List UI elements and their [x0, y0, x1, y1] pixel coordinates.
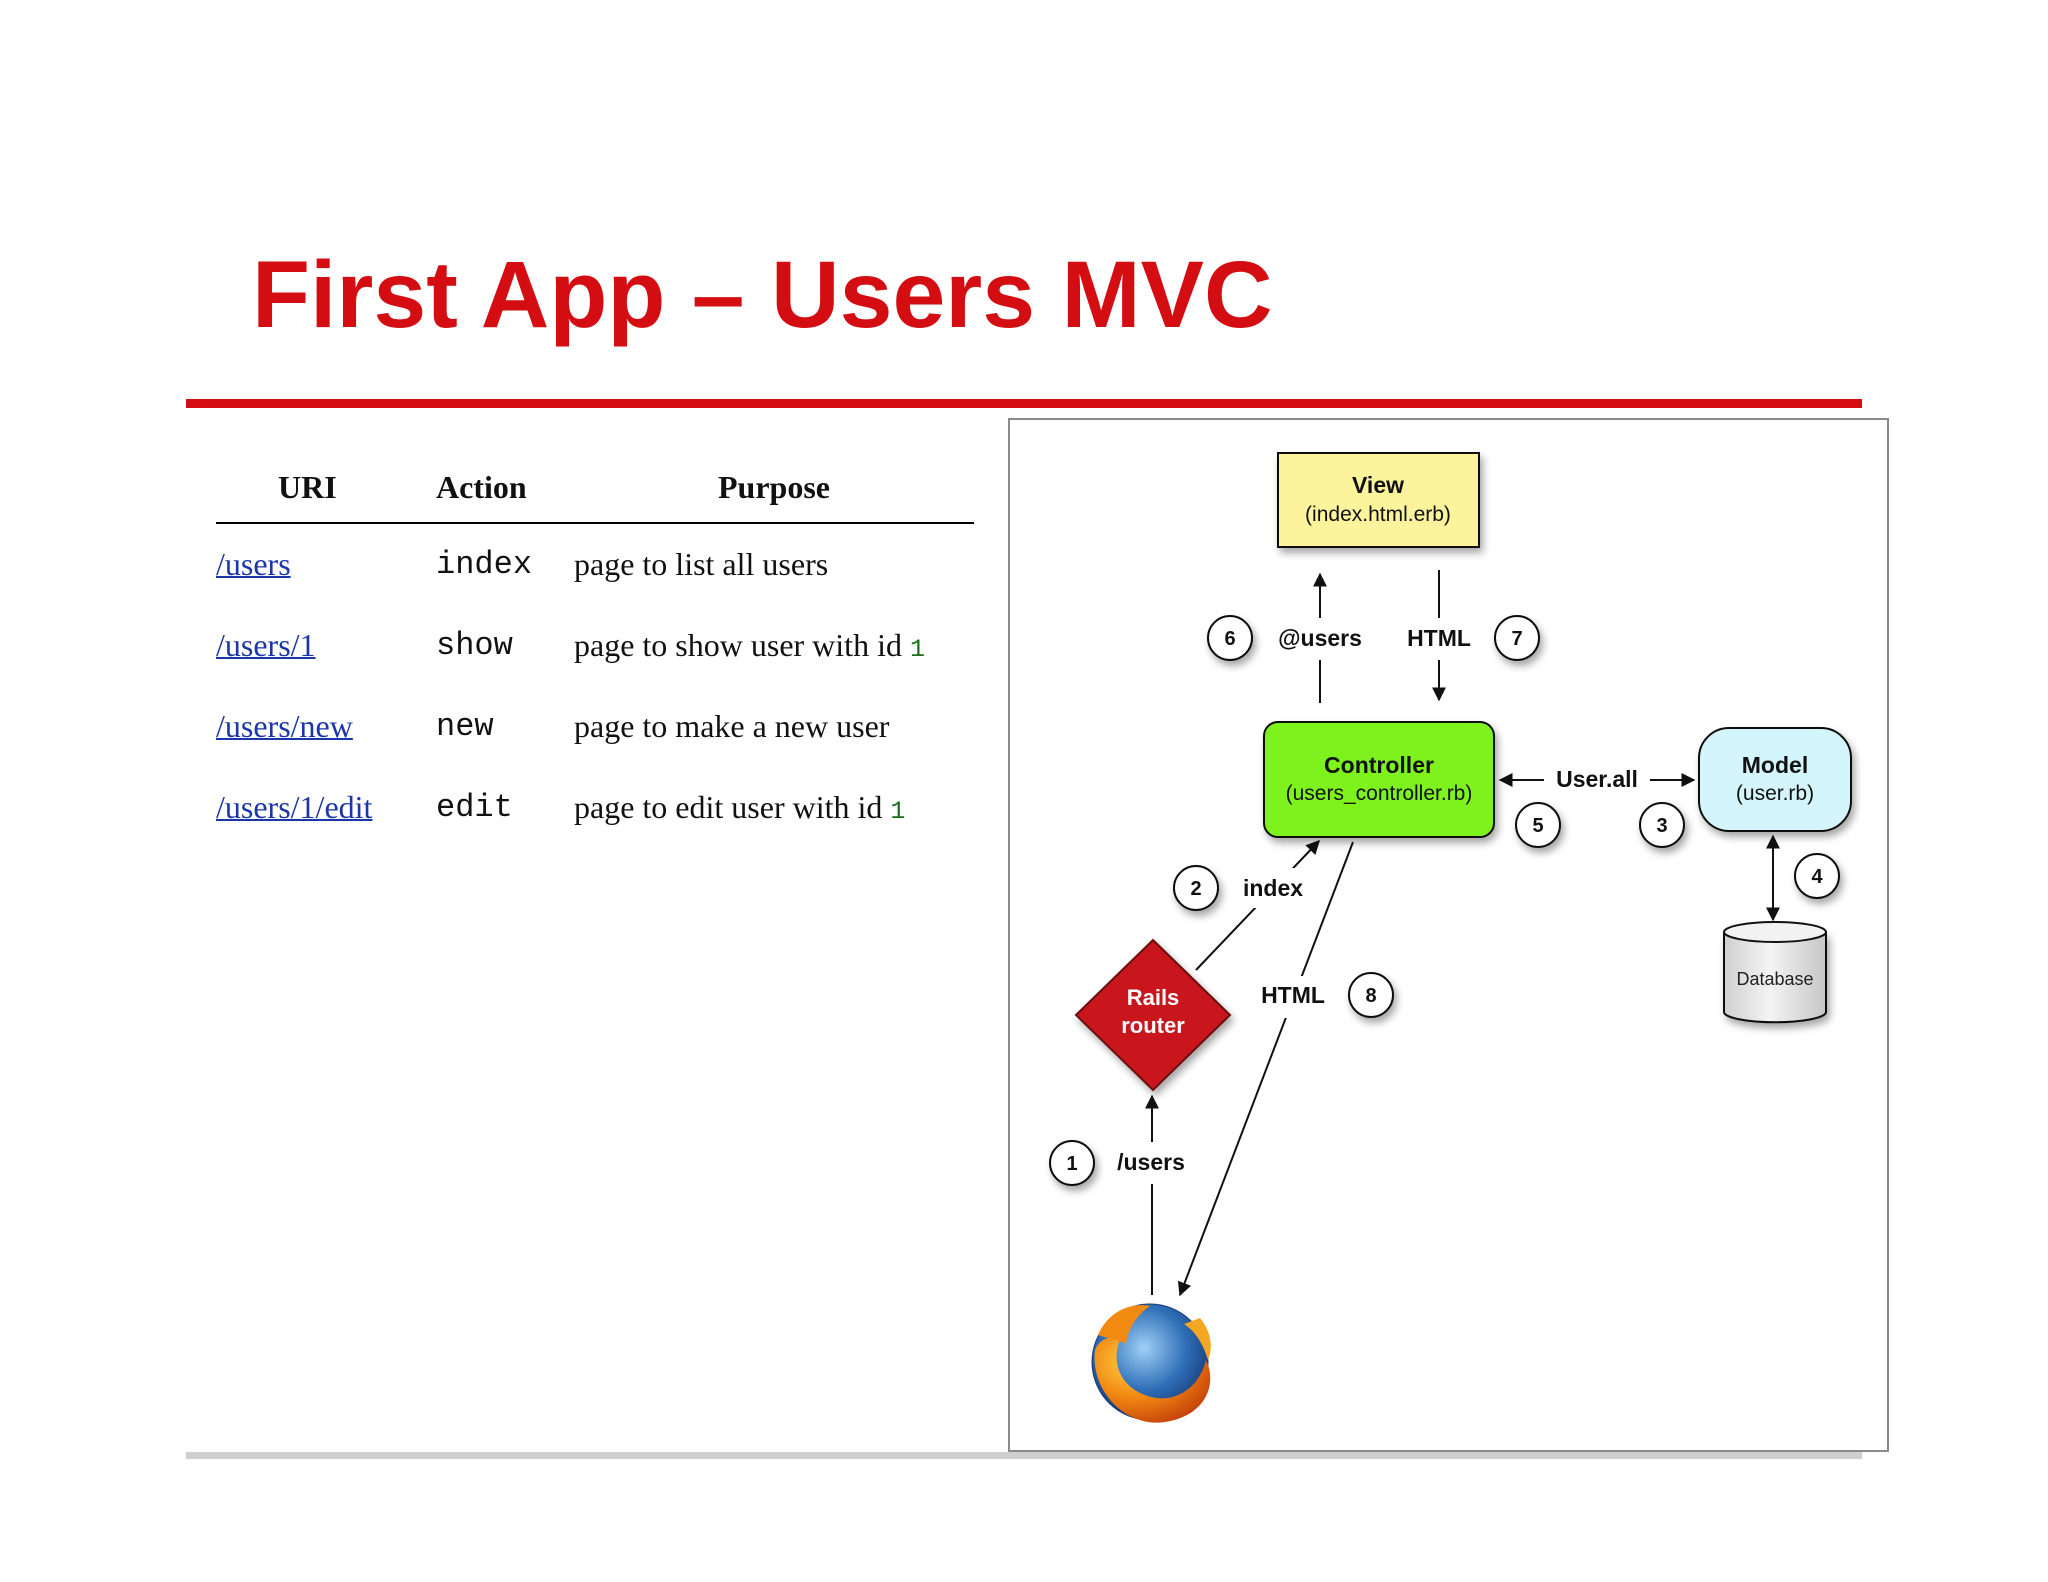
svg-text:1: 1 — [1066, 1153, 1077, 1175]
svg-text:8: 8 — [1365, 985, 1376, 1007]
database-label: Database — [1736, 969, 1813, 989]
svg-text:4: 4 — [1811, 866, 1823, 888]
database-node: Database — [1723, 921, 1827, 1024]
title-divider — [186, 399, 1862, 408]
step-7-marker: 7 — [1494, 615, 1540, 661]
uri-link[interactable]: /users/new — [216, 708, 353, 744]
header-purpose: Purpose — [574, 452, 974, 524]
label-index: index — [1243, 875, 1303, 901]
svg-text:2: 2 — [1190, 878, 1201, 900]
label-masks — [1110, 618, 1646, 1184]
svg-text:5: 5 — [1532, 815, 1543, 837]
model-title: Model — [1742, 752, 1808, 778]
label-users-var: @users — [1278, 625, 1362, 651]
action-name: show — [436, 627, 513, 664]
uri-link[interactable]: /users/1/edit — [216, 789, 373, 825]
purpose-text: page to list all users — [574, 546, 829, 582]
flow-labels: @users HTML User.all index HTML /users — [1117, 625, 1638, 1175]
footer-divider — [186, 1452, 1862, 1459]
svg-text:7: 7 — [1511, 628, 1522, 650]
user-id: 1 — [909, 635, 925, 664]
arrow-controller-to-browser — [1177, 841, 1354, 1297]
user-id: 1 — [890, 797, 906, 826]
view-title: View — [1352, 472, 1404, 498]
svg-text:3: 3 — [1656, 815, 1667, 837]
step-2-marker: 2 — [1173, 865, 1219, 911]
action-name: edit — [436, 789, 513, 826]
table-row: /users/new new page to make a new user — [216, 686, 974, 767]
table-row: /users/1 show page to show user with id … — [216, 605, 974, 686]
slide-title: First App – Users MVC — [252, 242, 1273, 348]
view-node: View (index.html.erb) — [1277, 452, 1480, 548]
label-html-top: HTML — [1407, 625, 1471, 651]
uri-link[interactable]: /users — [216, 546, 291, 582]
model-file: (user.rb) — [1736, 782, 1814, 805]
firefox-icon — [1091, 1303, 1211, 1423]
controller-node: Controller (users_controller.rb) — [1263, 721, 1495, 838]
mvc-diagram: View (index.html.erb) Controller (users_… — [1008, 418, 1889, 1452]
label-html-bottom: HTML — [1261, 982, 1325, 1008]
step-markers: 1 2 3 4 5 6 7 — [1049, 615, 1840, 1186]
router-node: Rails router — [1074, 938, 1232, 1092]
step-3-marker: 3 — [1639, 802, 1685, 848]
purpose-text: page to edit user with id — [574, 789, 891, 825]
view-file: (index.html.erb) — [1305, 503, 1451, 526]
mvc-diagram-svg: View (index.html.erb) Controller (users_… — [1049, 452, 1852, 1423]
router-label-1: Rails — [1127, 985, 1180, 1010]
purpose-text: page to make a new user — [574, 708, 890, 744]
model-node: Model (user.rb) — [1698, 727, 1852, 832]
table-row: /users/1/edit edit page to edit user wit… — [216, 767, 974, 848]
step-6-marker: 6 — [1207, 615, 1253, 661]
label-users-path: /users — [1117, 1149, 1185, 1175]
table-header-row: URI Action Purpose — [216, 452, 974, 524]
router-label-2: router — [1121, 1013, 1185, 1038]
table-row: /users index page to list all users — [216, 523, 974, 605]
action-name: new — [436, 708, 494, 745]
action-name: index — [436, 546, 533, 583]
purpose-text: page to show user with id — [574, 627, 910, 663]
controller-title: Controller — [1324, 752, 1434, 778]
uri-link[interactable]: /users/1 — [216, 627, 316, 663]
label-user-all: User.all — [1556, 766, 1638, 792]
step-8-marker: 8 — [1348, 972, 1394, 1018]
step-5-marker: 5 — [1515, 802, 1561, 848]
routes-table: URI Action Purpose /users index page to … — [216, 452, 974, 848]
controller-file: (users_controller.rb) — [1286, 782, 1473, 805]
header-action: Action — [436, 452, 574, 524]
svg-text:6: 6 — [1224, 628, 1235, 650]
step-4-marker: 4 — [1794, 853, 1840, 899]
step-1-marker: 1 — [1049, 1140, 1095, 1186]
header-uri: URI — [216, 452, 436, 524]
connectors — [1145, 570, 1780, 1297]
